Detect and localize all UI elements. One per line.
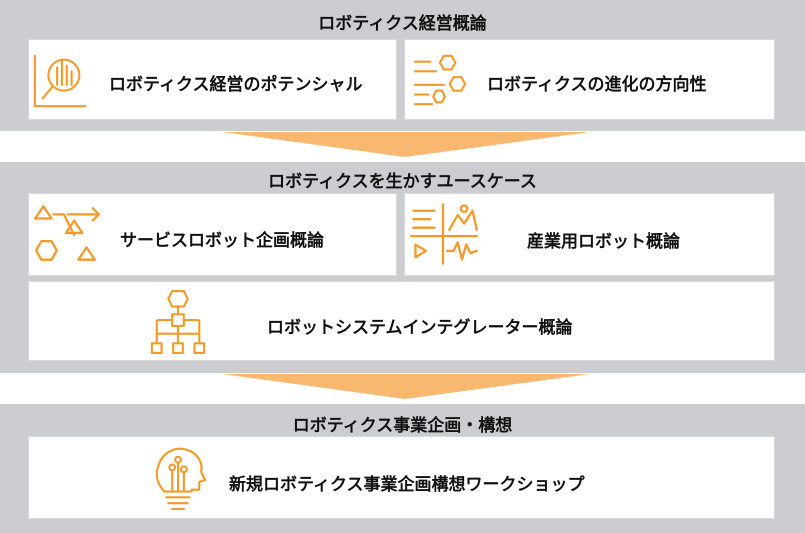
card-label: ロボティクスの進化の方向性 (487, 75, 707, 95)
card-label: サービスロボット企画概論 (120, 231, 324, 251)
section-title-2: ロボティクスを生かすユースケース (268, 172, 537, 192)
card-industrial-robot[interactable]: 産業用ロボット概論 (404, 193, 775, 276)
section-title-3: ロボティクス事業企画・構想 (292, 416, 513, 436)
card-robotics-potential[interactable]: ロボティクス経営のポテンシャル (28, 39, 397, 120)
section-title-1: ロボティクス経営概論 (318, 14, 487, 34)
card-service-robot[interactable]: サービスロボット企画概論 (28, 193, 397, 276)
analytics-quadrant-icon (410, 203, 478, 265)
card-new-business-workshop[interactable]: 新規ロボティクス事業企画構想ワークショップ (28, 436, 775, 519)
hexagon-flow-icon (413, 54, 467, 106)
lightbulb-head-icon (155, 447, 207, 511)
flow-arrow-1 (222, 132, 590, 157)
magnifier-chart-icon (33, 54, 87, 108)
hierarchy-icon (150, 290, 206, 355)
card-system-integrator[interactable]: ロボットシステムインテグレーター概論 (28, 281, 775, 361)
card-robotics-evolution[interactable]: ロボティクスの進化の方向性 (404, 39, 775, 120)
card-label: 新規ロボティクス事業企画構想ワークショップ (229, 475, 585, 495)
card-label: ロボティクス経営のポテンシャル (109, 75, 363, 95)
shapes-arrow-icon (33, 205, 101, 261)
card-label: ロボットシステムインテグレーター概論 (267, 318, 573, 338)
card-label: 産業用ロボット概論 (527, 232, 680, 252)
flow-arrow-2 (222, 374, 590, 399)
